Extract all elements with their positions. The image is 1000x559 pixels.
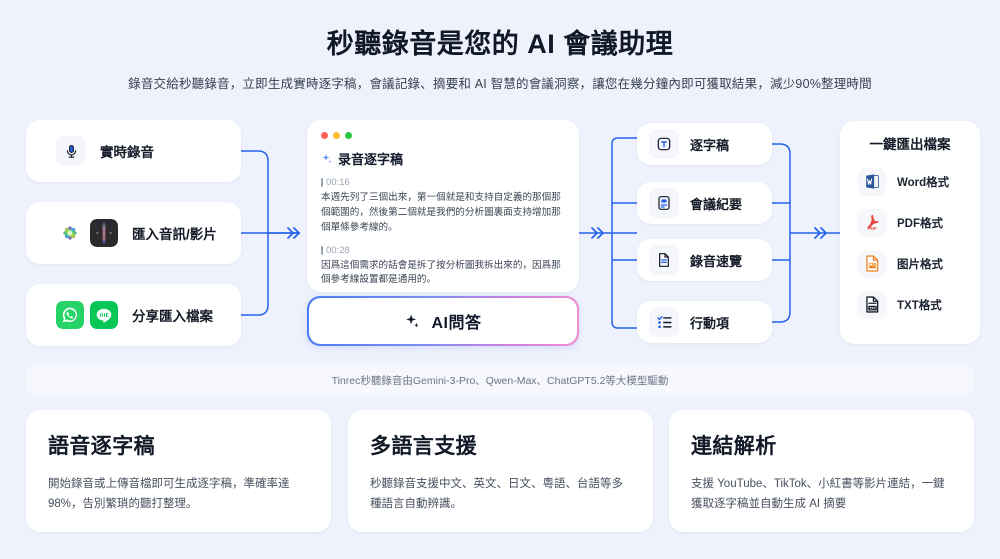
svg-text:TXT: TXT bbox=[869, 307, 877, 311]
txt-file-icon: TXT bbox=[858, 290, 886, 319]
image-file-icon bbox=[858, 249, 886, 278]
export-card: 一鍵匯出檔案 Word格式 PDF PDF格式 bbox=[840, 121, 980, 344]
output-card-label: 逐字稿 bbox=[690, 137, 730, 153]
transcript-timestamp: 00:16 bbox=[321, 177, 565, 188]
ai-qa-button-inner: AI問答 bbox=[308, 297, 578, 345]
output-card-meeting-minutes[interactable]: 會議紀要 bbox=[637, 182, 772, 224]
recording-overview-icon bbox=[649, 245, 679, 275]
output-card-label: 行動項 bbox=[690, 315, 730, 331]
output-card-label: 錄音速覽 bbox=[690, 253, 743, 269]
ai-qa-button-label: AI問答 bbox=[431, 315, 482, 332]
transcript-card-title: 录音逐字稿 bbox=[338, 152, 404, 167]
transcript-card-header: 录音逐字稿 bbox=[321, 149, 565, 168]
meeting-minutes-icon bbox=[649, 188, 679, 218]
ai-qa-button[interactable]: AI問答 bbox=[307, 296, 579, 346]
microphone-icon bbox=[56, 136, 86, 166]
svg-text:PDF: PDF bbox=[868, 226, 877, 231]
input-card-label: 分享匯入檔案 bbox=[132, 309, 213, 324]
maximize-dot-icon bbox=[345, 132, 352, 139]
feature-card-title: 連結解析 bbox=[691, 435, 777, 458]
model-driver-bar: Tinrec秒聽錄音由Gemini-3-Pro、Qwen-Max、ChatGPT… bbox=[26, 365, 974, 395]
transcript-card: 录音逐字稿 00:16 本週先列了三個出來，第一個就是和支持自定義的那個那個範圍… bbox=[307, 120, 579, 292]
feature-card-link-parsing: 連結解析 支援 YouTube、TikTok、小紅書等影片連結，一鍵獲取逐字稿並… bbox=[669, 410, 974, 532]
feature-card-title: 語音逐字稿 bbox=[48, 435, 155, 458]
page-title: 秒聽錄音是您的 AI 會議助理 bbox=[326, 29, 674, 59]
input-card-live-recording[interactable]: 實時錄音 bbox=[26, 120, 241, 182]
export-row-label: 图片格式 bbox=[897, 258, 943, 271]
input-card-import-media[interactable]: 匯入音訊/影片 bbox=[26, 202, 241, 264]
close-dot-icon bbox=[321, 132, 328, 139]
export-card-title: 一鍵匯出檔案 bbox=[869, 137, 951, 152]
input-card-icons bbox=[56, 219, 118, 247]
export-row-label: Word格式 bbox=[897, 176, 950, 189]
sparkle-icon bbox=[322, 153, 332, 163]
output-card-label: 會議紀要 bbox=[690, 196, 743, 212]
sparkle-icon bbox=[406, 313, 420, 327]
feature-card-title: 多語言支援 bbox=[370, 435, 477, 458]
minimize-dot-icon bbox=[333, 132, 340, 139]
input-card-label: 實時錄音 bbox=[100, 145, 154, 160]
export-row-image[interactable]: 图片格式 bbox=[840, 243, 980, 284]
feature-card-multilingual: 多語言支援 秒聽錄音支援中文、英文、日文、粵語、台語等多種語言自動辨識。 bbox=[348, 410, 653, 532]
feature-card-description: 開始錄音或上傳音檔即可生成逐字稿，準確率達 98%，告別繁瑣的聽打整理。 bbox=[48, 478, 290, 511]
feature-card-transcription: 語音逐字稿 開始錄音或上傳音檔即可生成逐字稿，準確率達 98%，告別繁瑣的聽打整… bbox=[26, 410, 331, 532]
transcript-timestamp: 00:28 bbox=[321, 245, 565, 256]
output-card-action-items[interactable]: 行動項 bbox=[637, 301, 772, 343]
output-card-recording-overview[interactable]: 錄音速覽 bbox=[637, 239, 772, 281]
model-driver-text: Tinrec秒聽錄音由Gemini-3-Pro、Qwen-Max、ChatGPT… bbox=[331, 374, 669, 387]
transcript-text-icon bbox=[649, 129, 679, 159]
apple-photos-icon bbox=[56, 219, 84, 247]
transcript-text: 本週先列了三個出來，第一個就是和支持自定義的那個那個範圍的，然後第二個就是我們的… bbox=[321, 192, 561, 233]
audio-waveform-app-icon bbox=[90, 219, 118, 247]
pdf-file-icon: PDF bbox=[858, 208, 886, 237]
input-card-icons bbox=[56, 301, 118, 329]
transcript-text: 因爲這個需求的話會是拆了按分析圖我拆出來的，因爲那個參考線設置都是通用的。 bbox=[321, 259, 561, 286]
export-row-word[interactable]: Word格式 bbox=[840, 161, 980, 202]
line-icon bbox=[90, 301, 118, 329]
export-row-label: PDF格式 bbox=[897, 217, 943, 230]
word-file-icon bbox=[858, 167, 886, 196]
export-row-txt[interactable]: TXT TXT格式 bbox=[840, 284, 980, 325]
export-row-label: TXT格式 bbox=[897, 299, 942, 312]
feature-card-description: 秒聽錄音支援中文、英文、日文、粵語、台語等多種語言自動辨識。 bbox=[370, 478, 623, 511]
export-row-pdf[interactable]: PDF PDF格式 bbox=[840, 202, 980, 243]
window-traffic-lights bbox=[321, 132, 565, 139]
input-card-icons bbox=[56, 136, 86, 166]
page-subtitle: 錄音交給秒聽錄音，立即生成實時逐字稿，會議記錄、摘要和 AI 智慧的會議洞察，讓… bbox=[128, 77, 872, 91]
input-card-label: 匯入音訊/影片 bbox=[132, 227, 217, 242]
input-card-share-import[interactable]: 分享匯入檔案 bbox=[26, 284, 241, 346]
feature-card-description: 支援 YouTube、TikTok、小紅書等影片連結，一鍵獲取逐字稿並自動生成 … bbox=[691, 478, 945, 511]
output-card-transcript[interactable]: 逐字稿 bbox=[637, 123, 772, 165]
action-items-icon bbox=[649, 307, 679, 337]
whatsapp-icon bbox=[56, 301, 84, 329]
